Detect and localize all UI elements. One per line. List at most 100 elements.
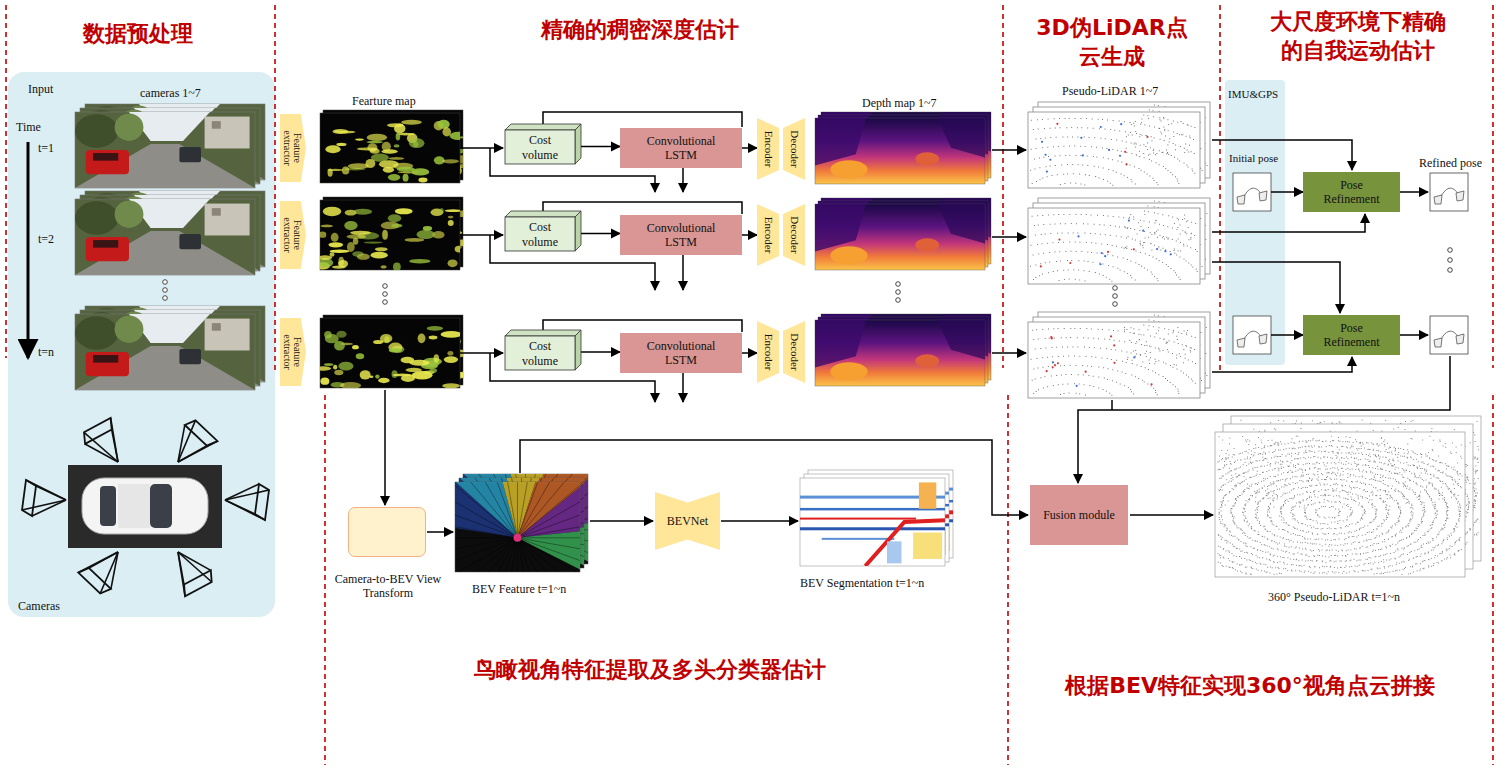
ellipsis-dots	[1113, 294, 1118, 299]
flow-line	[460, 234, 503, 236]
pseudo-lidar-image	[1076, 385, 1078, 387]
pseudo-lidar-image	[1099, 263, 1101, 265]
feature-map-image	[427, 326, 443, 331]
section-divider	[6, 5, 1493, 765]
feature-map-image	[324, 363, 333, 366]
bev-segmentation-image	[919, 482, 936, 508]
pseudo-lidar-image	[1028, 198, 1210, 284]
node-text: Feature extractor	[282, 322, 302, 382]
feature-map-image	[337, 131, 355, 134]
feature-map-image	[442, 159, 459, 163]
text-wrap: Decoder	[787, 207, 800, 263]
feature-map-image	[338, 257, 344, 266]
feature-map-image	[320, 207, 460, 270]
bev-feature-image	[455, 482, 580, 572]
flow-line	[682, 168, 684, 192]
camera-image	[179, 349, 201, 364]
car-illustration	[118, 484, 150, 528]
pseudo-lidar-image	[1085, 371, 1087, 373]
feature-map-image	[381, 149, 398, 153]
feature-extractor-outline	[280, 114, 306, 182]
text-wrap: Time	[16, 120, 41, 134]
pose-refinement: Pose Refinement	[1303, 172, 1400, 212]
pseudo-lidar-image	[1049, 159, 1051, 161]
pose-icon	[1237, 195, 1245, 204]
node-text: Decoder	[787, 207, 800, 263]
section-heading: 根据BEV特征实现360°视角点云拼接	[1030, 672, 1470, 701]
ellipsis-dots	[383, 284, 388, 289]
encoder-outline	[757, 204, 779, 266]
pseudo-lidar-image	[1028, 312, 1210, 398]
pseudo-lidar-image	[1150, 383, 1152, 385]
bev-segmentation-image	[865, 520, 945, 566]
node-text: Pose Refinement	[1314, 321, 1390, 350]
feature-map-image	[442, 383, 460, 388]
decoder-outline	[783, 204, 805, 266]
cost-volume-outline	[575, 330, 581, 370]
pseudo-lidar-image	[1101, 252, 1103, 254]
feature-map-image	[393, 262, 401, 270]
text-wrap: Cameras	[18, 599, 60, 613]
flow-line	[992, 236, 1026, 238]
bev-segmentation-image	[913, 533, 942, 559]
feature-map-image	[320, 200, 460, 270]
pseudo-lidar-360-image	[1215, 432, 1465, 577]
bev-feature-image	[455, 537, 518, 538]
node-text: cameras 1~7	[140, 86, 201, 100]
node-text: Camera-to-BEV View Transform	[333, 572, 443, 601]
camera-image	[205, 117, 250, 149]
camera-image	[75, 114, 118, 147]
cost-volume-outline	[505, 330, 581, 336]
camera-image	[75, 144, 255, 188]
feature-map-image	[333, 365, 337, 370]
flow-line	[384, 390, 386, 505]
pseudo-lidar-image	[1056, 123, 1058, 125]
flow-line	[1212, 214, 1365, 232]
feature-map-image	[447, 351, 453, 356]
feature-map-image	[445, 209, 460, 212]
feature-map-image	[409, 138, 425, 148]
flow-line	[590, 520, 653, 522]
feature-extractor: Feature extractor	[280, 318, 306, 386]
feature-map-image	[434, 156, 445, 164]
feature-map-image	[442, 127, 451, 136]
figure-caption: BEV Segmentation t=1~n	[800, 576, 924, 590]
feature-map-image	[396, 133, 401, 141]
feature-map-image	[330, 250, 350, 253]
feature-map-image	[328, 168, 333, 176]
node-text: Cost volume	[512, 339, 568, 368]
pseudo-lidar-image	[1156, 248, 1158, 250]
ellipsis-dots	[1448, 268, 1453, 273]
camera-image	[179, 234, 201, 249]
camera-frustum	[178, 441, 218, 462]
camera-image	[75, 314, 255, 390]
feature-map-image	[320, 378, 329, 385]
pseudo-lidar-image	[1104, 255, 1106, 257]
car-illustration	[68, 465, 222, 548]
camera-frustum	[225, 484, 259, 500]
feature-map-image	[320, 326, 460, 388]
text-wrap: 大尺度环境下精确 的自我运动估计	[1264, 8, 1452, 65]
bev-feature-image	[518, 482, 581, 538]
camera-frustum	[178, 552, 185, 596]
bev-segmentation-image	[800, 478, 945, 566]
bev-net: BEVNet	[655, 492, 720, 550]
text-wrap: Cost volume	[512, 339, 568, 368]
cost-volume-outline	[575, 124, 581, 164]
pseudo-lidar-image	[1052, 366, 1054, 368]
camera-frustum	[32, 500, 66, 516]
ellipsis-dots	[383, 284, 388, 305]
text-wrap: Decoder	[787, 121, 800, 177]
flow-line	[1111, 400, 1113, 410]
camera-image	[75, 201, 118, 234]
feature-map-image	[448, 260, 458, 268]
pseudo-lidar-image	[1100, 126, 1102, 128]
pseudo-lidar-image	[1146, 136, 1148, 138]
node-text: Time	[16, 120, 41, 134]
cost-volume-outline	[505, 211, 581, 251]
camera-image	[212, 121, 221, 129]
text-wrap: Pose Refinement	[1314, 178, 1390, 207]
feature-map-image	[336, 143, 346, 146]
text-wrap: 根据BEV特征实现360°视角点云拼接	[1030, 672, 1470, 701]
feature-map-image	[334, 370, 343, 376]
